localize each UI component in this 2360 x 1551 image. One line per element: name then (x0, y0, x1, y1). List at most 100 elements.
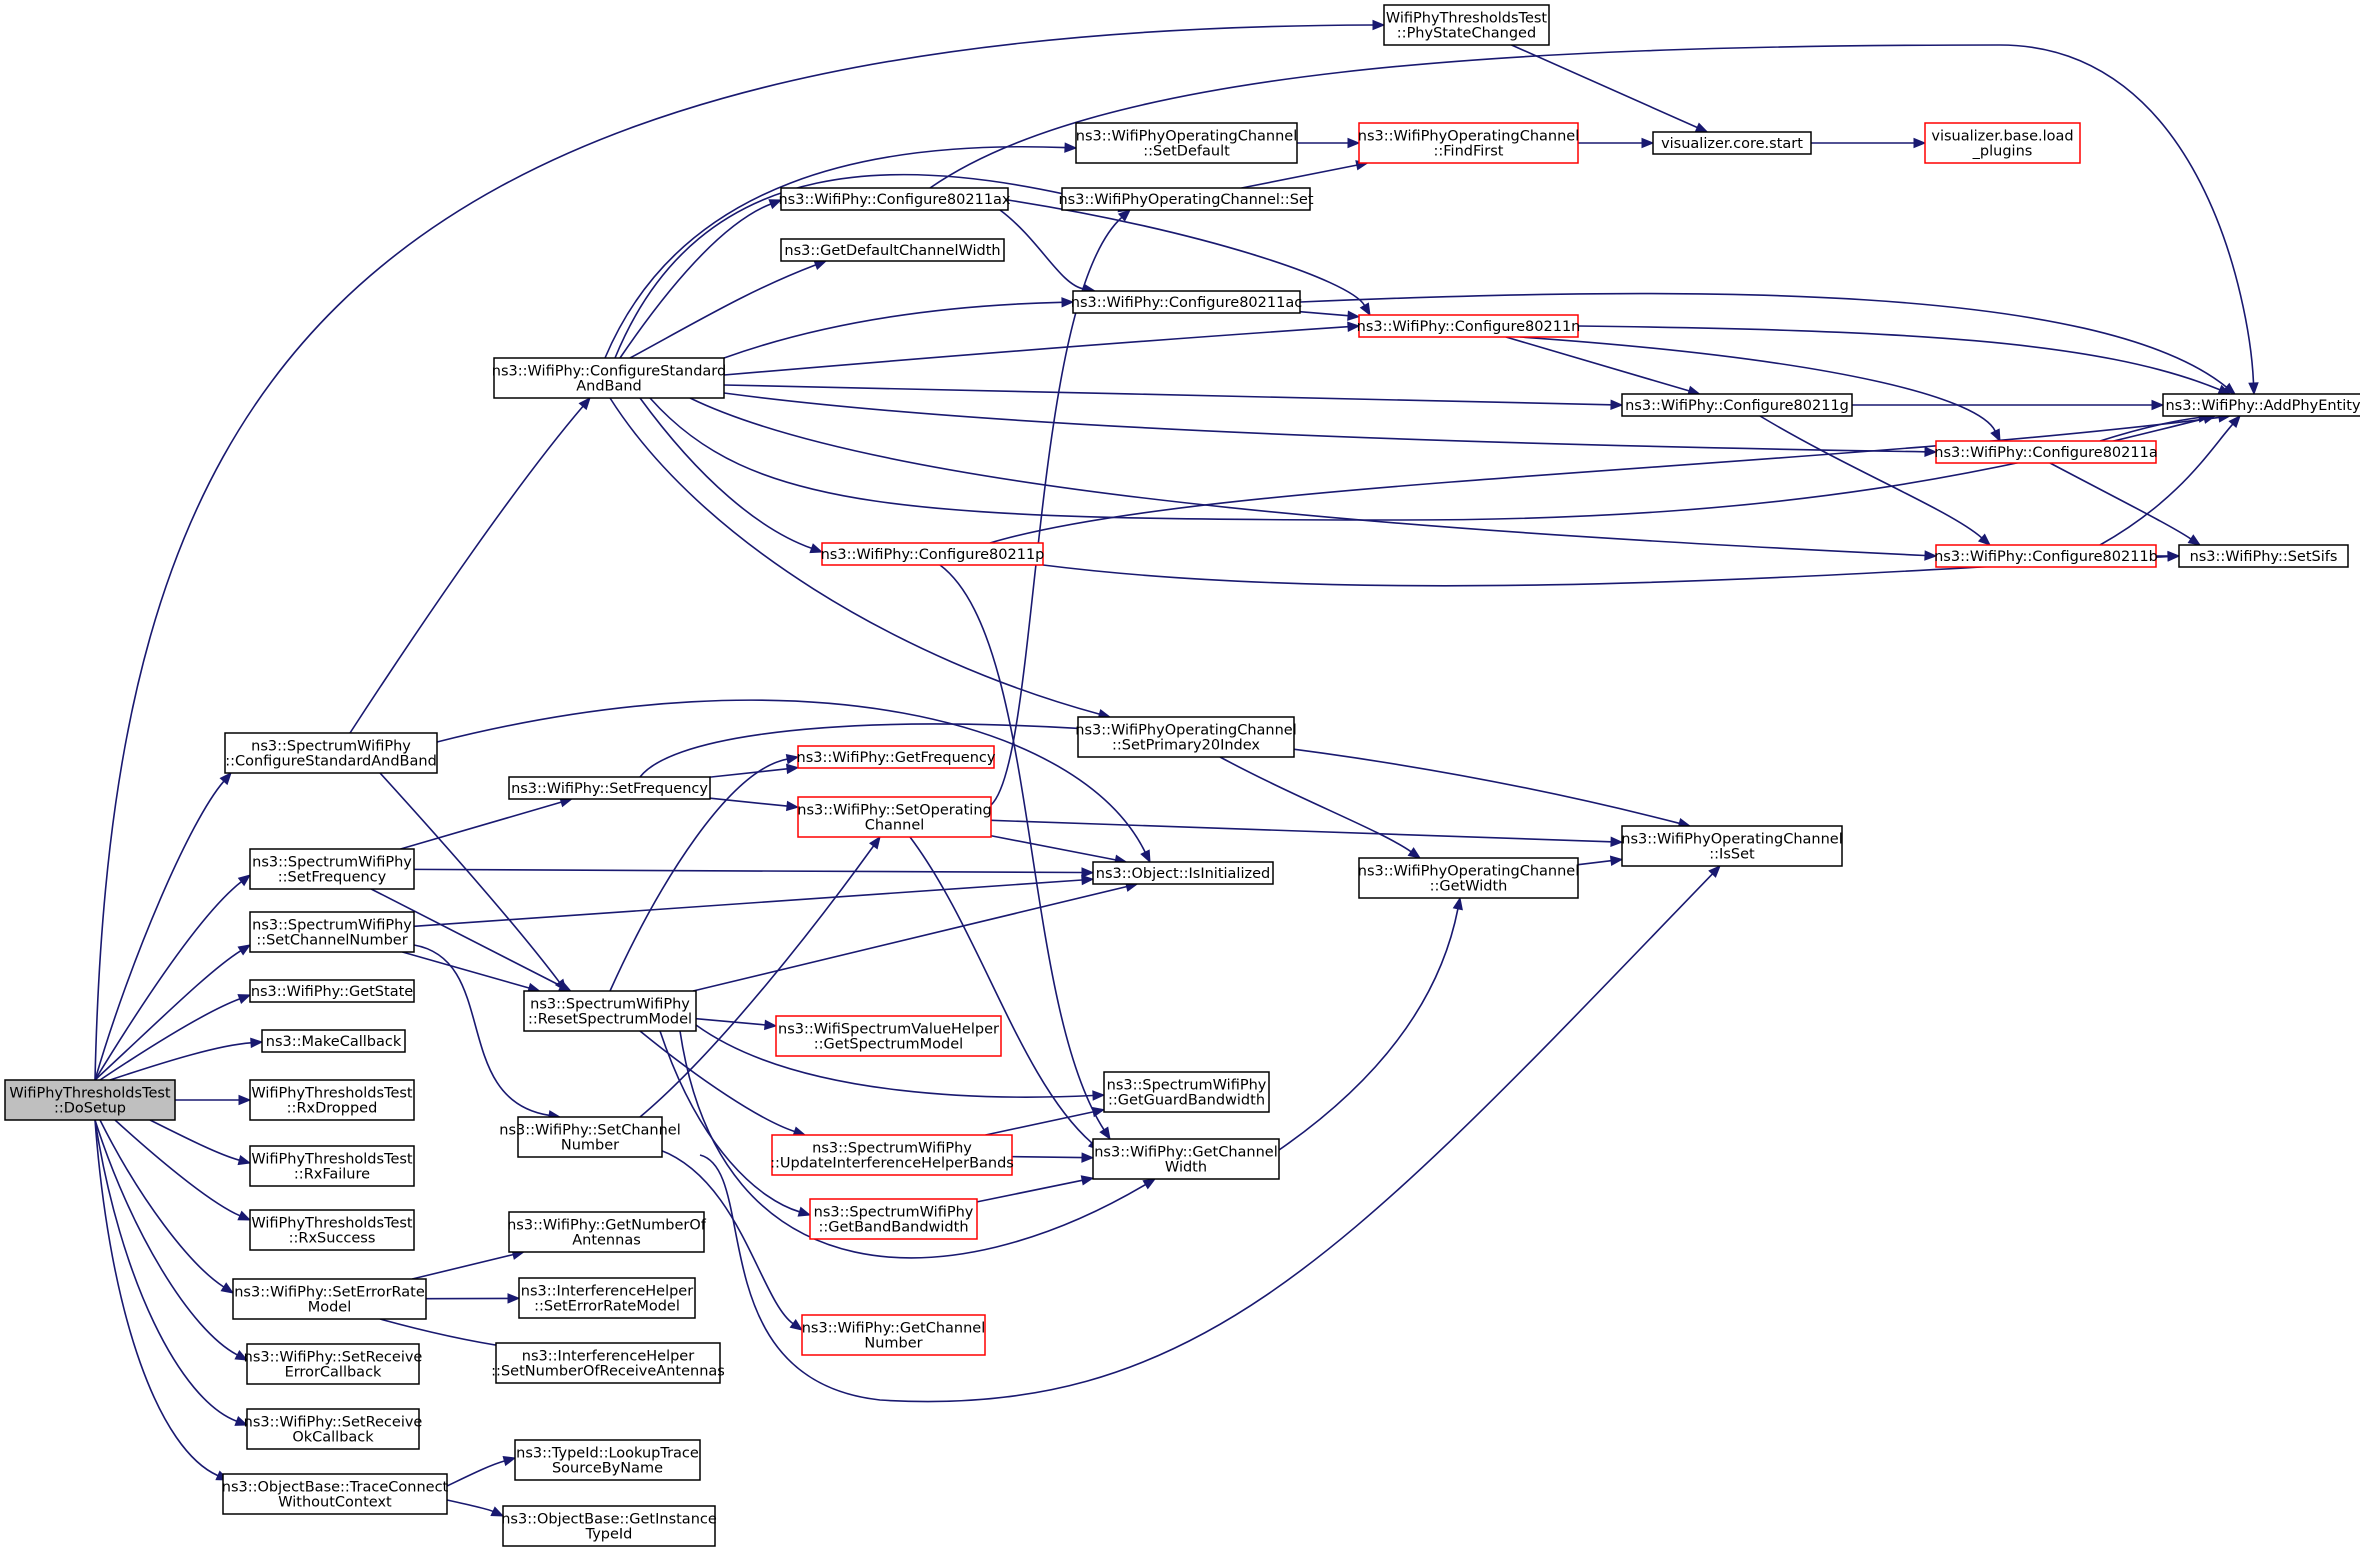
arrowhead-icon (220, 1282, 235, 1294)
node-IsInitialized[interactable]: ns3::Object::IsInitialized (1092, 861, 1274, 885)
node-OCIsSet[interactable]: ns3::WifiPhyOperatingChannel::IsSet (1621, 825, 1843, 867)
node-SetFrequency[interactable]: ns3::WifiPhy::SetFrequency (508, 776, 711, 800)
node-OCSetPrimary20Index[interactable]: ns3::WifiPhyOperatingChannel::SetPrimary… (1075, 716, 1297, 758)
edge-ConfigureStandardAndBand-to-Conf80211ac (723, 297, 1075, 359)
node-IHSetErrorRateModel[interactable]: ns3::InterferenceHelper::SetErrorRateMod… (518, 1277, 696, 1319)
edge-OCGetWidth-to-OCIsSet (1577, 855, 1624, 866)
arrowhead-icon (1708, 865, 1721, 878)
edge-line (94, 1119, 237, 1422)
node-label: WifiPhyThresholdsTest (251, 1152, 413, 1168)
edge-DoSetup-to-SetReceiveErrorCallback (94, 1119, 249, 1361)
node-ResetSpectrumModel[interactable]: ns3::SpectrumWifiPhy::ResetSpectrumModel (523, 990, 697, 1032)
node-box (1075, 122, 1298, 164)
node-Conf80211b[interactable]: ns3::WifiPhy::Configure80211b (1934, 544, 2158, 568)
edge-line (2099, 423, 2234, 546)
node-box (249, 1209, 415, 1251)
node-TraceConnectWithoutContext[interactable]: ns3::ObjectBase::TraceConnectWithoutCont… (222, 1473, 449, 1515)
node-ConfigureStandardAndBand[interactable]: ns3::WifiPhy::ConfigureStandardAndBand (492, 357, 726, 399)
edge-line (114, 1119, 241, 1217)
node-IHSetNumberOfReceiveAntennas[interactable]: ns3::InterferenceHelper::SetNumberOfRece… (491, 1342, 725, 1384)
node-SetErrorRateModel[interactable]: ns3::WifiPhy::SetErrorRateModel (232, 1278, 427, 1320)
arrowhead-icon (237, 1210, 252, 1221)
node-UpdateInterferenceHelperBands[interactable]: ns3::SpectrumWifiPhy::UpdateInterference… (770, 1134, 1014, 1176)
node-label: Model (308, 1300, 352, 1316)
node-GetSpectrumModel[interactable]: ns3::WifiSpectrumValueHelper::GetSpectru… (775, 1015, 1002, 1057)
node-label: ns3::WifiPhyOperatingChannel::Set (1058, 192, 1313, 208)
node-label: ns3::TypeId::LookupTrace (516, 1446, 699, 1462)
node-MakeCallback[interactable]: ns3::MakeCallback (261, 1029, 406, 1053)
node-GetState[interactable]: ns3::WifiPhy::GetState (249, 979, 415, 1003)
edge-Conf80211ax-to-AddPhyEntity (929, 44, 2259, 396)
node-box (1358, 122, 1579, 164)
node-SpecSetFrequency[interactable]: ns3::SpectrumWifiPhy::SetFrequency (249, 848, 415, 890)
node-RxSuccess[interactable]: WifiPhyThresholdsTest::RxSuccess (249, 1209, 415, 1251)
edge-ResetSpectrumModel-to-GetBandBandwidth (659, 1030, 812, 1217)
node-OCSetDefault[interactable]: ns3::WifiPhyOperatingChannel::SetDefault (1075, 122, 1298, 164)
node-Conf80211ax[interactable]: ns3::WifiPhy::Configure80211ax (778, 187, 1011, 211)
node-Conf80211g[interactable]: ns3::WifiPhy::Configure80211g (1621, 393, 1853, 417)
node-OCSet[interactable]: ns3::WifiPhyOperatingChannel::Set (1058, 187, 1314, 211)
node-GetBandBandwidth[interactable]: ns3::SpectrumWifiPhy::GetBandBandwidth (809, 1198, 978, 1240)
edge-line (723, 325, 1349, 376)
node-AddPhyEntity[interactable]: ns3::WifiPhy::AddPhyEntity (2162, 393, 2360, 417)
node-box (222, 1473, 448, 1515)
node-box (771, 1134, 1013, 1176)
node-box (224, 732, 438, 774)
node-VisLoad[interactable]: visualizer.base.load_plugins (1924, 122, 2081, 164)
node-Conf80211ac[interactable]: ns3::WifiPhy::Configure80211ac (1071, 290, 1302, 314)
node-PhyStateChanged[interactable]: WifiPhyThresholdsTest::PhyStateChanged (1383, 4, 1550, 46)
node-RxDropped[interactable]: WifiPhyThresholdsTest::RxDropped (249, 1079, 415, 1121)
edge-line (1511, 44, 1698, 129)
node-RxFailure[interactable]: WifiPhyThresholdsTest::RxFailure (249, 1145, 415, 1187)
node-box (249, 911, 415, 953)
node-label: ns3::WifiPhy::SetOperating (797, 803, 991, 819)
arrowhead-icon (869, 835, 881, 850)
node-box (493, 357, 725, 399)
node-label: ns3::WifiPhy::ConfigureStandard (492, 364, 726, 380)
node-OCGetWidth[interactable]: ns3::WifiPhyOperatingChannel::GetWidth (1358, 857, 1579, 899)
node-Conf80211p[interactable]: ns3::WifiPhy::Configure80211p (821, 542, 1045, 566)
arrowhead-icon (578, 397, 591, 411)
node-box (1092, 1138, 1280, 1180)
node-OCFindFirst[interactable]: ns3::WifiPhyOperatingChannel::FindFirst (1358, 122, 1579, 164)
node-label: ns3::WifiPhy::SetSifs (2190, 549, 2338, 565)
node-SetChannelNumber[interactable]: ns3::WifiPhy::SetChannelNumber (499, 1116, 681, 1158)
edge-line (436, 699, 1146, 853)
node-Conf80211n[interactable]: ns3::WifiPhy::Configure80211n (1357, 314, 1581, 338)
node-label: Antennas (572, 1233, 641, 1249)
node-VisStart[interactable]: visualizer.core.start (1652, 131, 1812, 155)
node-SetSifs[interactable]: ns3::WifiPhy::SetSifs (2178, 544, 2349, 568)
edge-line (1299, 292, 2227, 388)
node-Conf80211a[interactable]: ns3::WifiPhy::Configure80211a (1934, 440, 2158, 464)
edge-line (723, 301, 1063, 359)
edge-line (94, 780, 225, 1081)
node-GetFrequency[interactable]: ns3::WifiPhy::GetFrequency (797, 745, 996, 769)
edge-TraceConnectWithoutContext-to-LookupTraceSourceByName (446, 1456, 517, 1487)
edge-line (94, 1119, 219, 1477)
node-box (1935, 440, 2157, 464)
node-SpecSetChannelNumber[interactable]: ns3::SpectrumWifiPhy::SetChannelNumber (249, 911, 415, 953)
edge-line (929, 44, 2255, 384)
node-DoSetup: WifiPhyThresholdsTest::DoSetup (4, 1079, 176, 1121)
edge-line (659, 1149, 794, 1325)
node-label: WifiPhyThresholdsTest (1386, 11, 1548, 27)
node-label: visualizer.base.load (1931, 129, 2073, 145)
arrowhead-icon (1609, 855, 1624, 866)
edge-line (723, 392, 1926, 453)
node-SpecConfigureStandardAndBand[interactable]: ns3::SpectrumWifiPhy::ConfigureStandardA… (224, 732, 438, 774)
node-GetGuardBandwidth[interactable]: ns3::SpectrumWifiPhy::GetGuardBandwidth (1103, 1071, 1270, 1113)
arrowhead-icon (1347, 321, 1361, 332)
edge-SetOperatingChannel-to-OCSet (990, 209, 1131, 806)
node-box (4, 1079, 176, 1121)
node-GetDefaultChannelWidth[interactable]: ns3::GetDefaultChannelWidth (780, 238, 1005, 262)
edge-DoSetup-to-SetErrorRateModel (99, 1119, 235, 1294)
